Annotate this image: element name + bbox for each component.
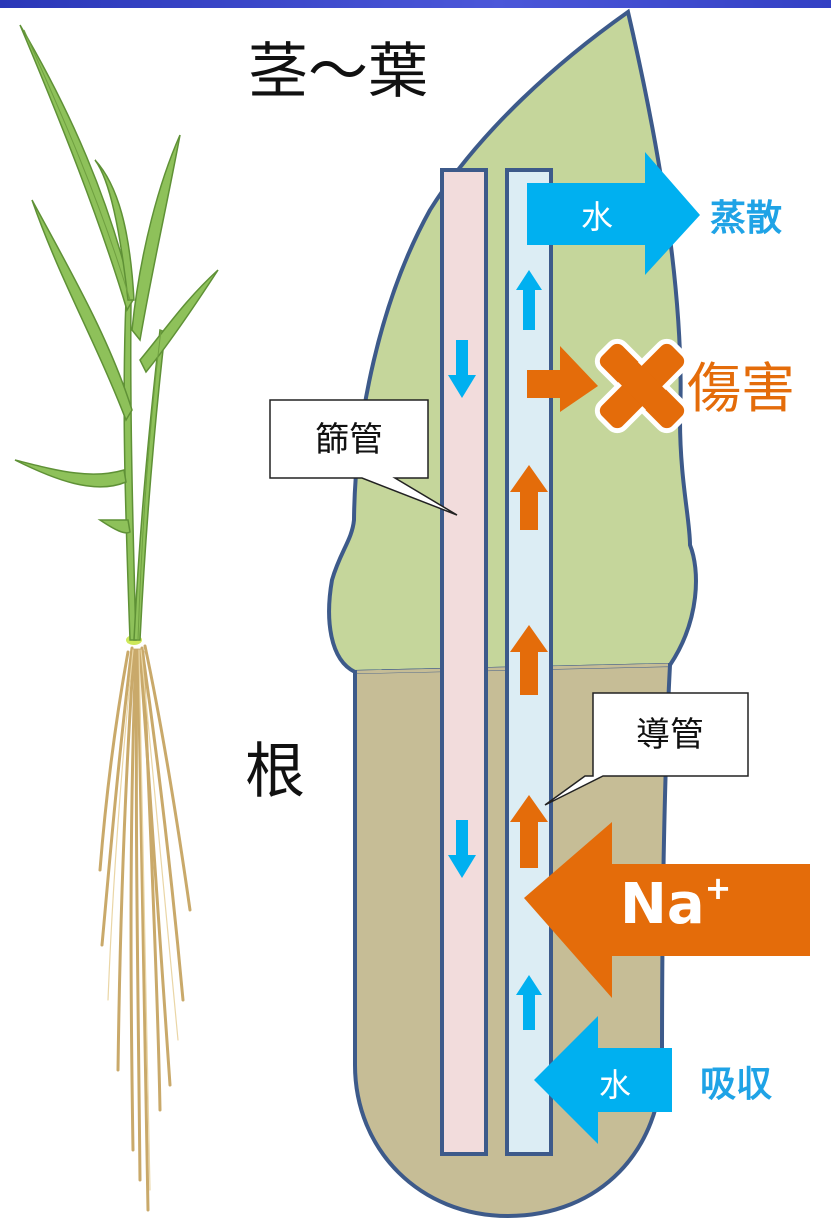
sodium-up-arrow-3 xyxy=(510,795,548,868)
roots xyxy=(98,644,192,1212)
sodium-symbol: Na xyxy=(620,872,705,937)
sodium-charge: + xyxy=(705,869,732,907)
rice-seedling-icon xyxy=(14,24,219,1212)
transpiration-arrow[interactable] xyxy=(527,152,700,275)
phloem-tube xyxy=(440,168,488,1156)
phloem-callout: 篩管 xyxy=(269,399,458,516)
down-arrow-1 xyxy=(448,340,476,398)
absorption-arrow[interactable] xyxy=(534,1016,672,1144)
water-bottom-label: 水 xyxy=(599,1066,631,1104)
sodium-up-arrow-1 xyxy=(510,465,548,530)
transpiration-label: 蒸散 xyxy=(710,198,782,239)
water-up-arrow-2 xyxy=(516,975,542,1030)
xylem-label: 導管 xyxy=(636,715,704,755)
injury-label: 傷害 xyxy=(687,357,795,420)
injury-arrow[interactable] xyxy=(527,346,598,412)
leaves xyxy=(14,24,219,641)
stem-leaf-title: 茎〜葉 xyxy=(248,37,428,107)
water-up-arrow-1 xyxy=(516,270,542,330)
absorption-label: 吸収 xyxy=(700,1064,772,1105)
down-arrow-2 xyxy=(448,820,476,878)
sodium-up-arrow-2 xyxy=(510,625,548,695)
root-title: 根 xyxy=(245,737,305,807)
sodium-arrow[interactable] xyxy=(524,822,810,998)
xylem-water-up-arrows xyxy=(516,270,542,1030)
xylem-sodium-up-arrows xyxy=(510,465,548,868)
xylem-callout: 導管 xyxy=(544,692,749,806)
phloem-down-arrows xyxy=(448,340,476,878)
top-bar xyxy=(0,0,831,8)
phloem-label: 篩管 xyxy=(315,420,383,460)
cross-mark-icon xyxy=(594,338,690,434)
sodium-label: Na+ xyxy=(620,869,731,937)
water-top-label: 水 xyxy=(581,198,613,236)
